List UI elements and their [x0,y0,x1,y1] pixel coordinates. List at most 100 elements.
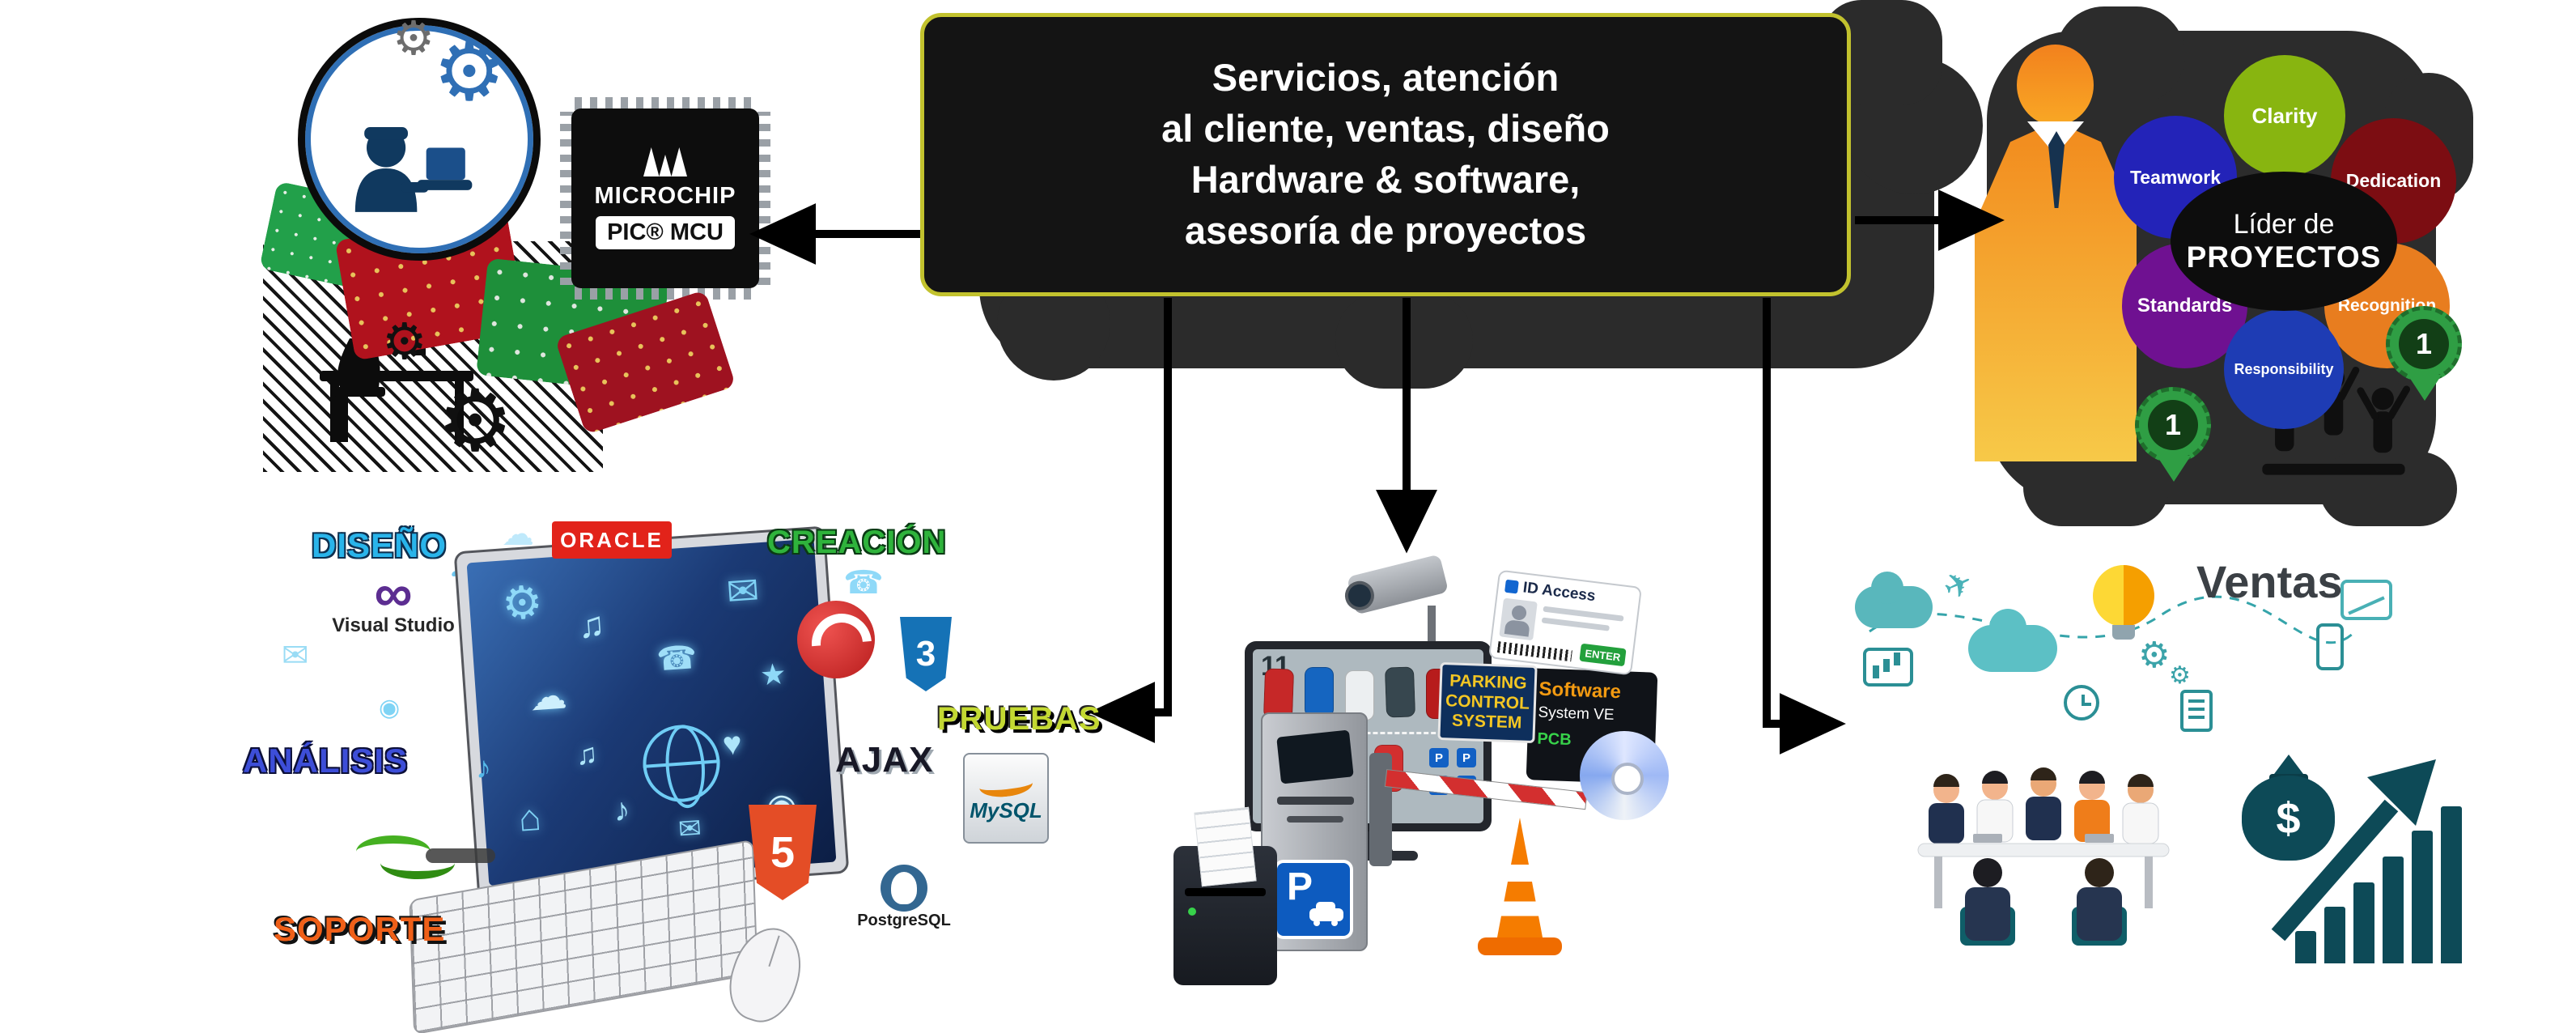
gear-icon: ⚙ [2138,636,2171,675]
car-top-view [1345,670,1374,721]
infinity-icon: ∞ [374,563,413,623]
ticket-slot [1277,797,1354,805]
illegible-wordmark [426,848,495,863]
bubble-label: Responsibility [2234,360,2334,377]
gear-icon: ⚙ [393,12,435,65]
cone-base [1478,937,1562,955]
sales-title: Ventas [2196,556,2343,607]
document-icon [2180,690,2213,732]
money-bag-body: $ [2242,776,2335,861]
postgresql-text: PostgreSQL [857,912,951,929]
growth-bar [2383,857,2404,963]
cone-body [1496,818,1543,941]
growth-bar [2295,931,2316,963]
postgresql-elephant-icon [881,865,927,912]
oracle-logo: ORACLE [552,521,672,559]
html5-badge: 5 [749,805,817,900]
growth-bar [2412,831,2433,963]
growth-bar [2324,907,2345,963]
car-top-view [1305,667,1334,717]
car-icon [1309,902,1343,926]
engineering-badge-circle: ⚙ ⚙ [298,12,541,261]
central-text-line-3: Hardware & software, [1190,158,1581,201]
label-pruebas: PRUEBAS [937,701,1101,737]
bubble-label: Dedication [2345,170,2442,191]
traffic-cone [1478,818,1562,963]
microcontroller-chip: MICROCHIP PIC® MCU [560,97,770,300]
gear-icon: ⚙ [433,27,506,117]
leader-title-top: Líder de [2233,208,2335,240]
parking-marker: P [1457,748,1476,767]
bubble-label: Teamwork [2129,166,2222,188]
printer-slot [1185,888,1266,896]
award-number: 1 [2415,327,2433,360]
dollar-sign: $ [2276,793,2301,843]
mysql-dolphin-icon [978,771,1034,799]
chip-pins [575,97,756,110]
camera-pole [1428,606,1436,659]
central-text-line-4: asesoría de proyectos [1184,208,1587,252]
swoosh-shape [356,835,431,868]
software-cd-disc [1580,731,1669,820]
visual-studio-text: Visual Studio [332,614,455,636]
bar-chart-icon [1863,648,1913,687]
red-swirl-logo-icon [797,601,875,678]
target-icon: ◉ [379,695,401,721]
leader-title-bottom: PROYECTOS [2186,240,2382,274]
ticket-slot [1287,816,1343,823]
sales-meeting-scene [1917,767,2170,946]
receipt-printer [1173,806,1277,985]
gear-icon: ⚙ [437,374,514,469]
green-swoosh-logo [356,831,498,881]
central-services-box: Servicios, atención al cliente, ventas, … [920,13,1851,296]
parking-marker: P [1429,748,1449,767]
chip-brand-text: MICROCHIP [594,183,736,209]
label-analisis: ANÁLISIS [243,742,409,780]
line-chart-icon [2340,580,2392,620]
css3-number: 3 [915,634,936,674]
receipt-paper [1194,806,1257,887]
note-icon: ♪ [476,751,491,785]
clock-icon [2064,685,2099,721]
gear-icon: ⚙ [2169,662,2191,689]
label-soporte: SOPORTE [274,910,446,948]
growth-bar [2441,806,2462,963]
p-symbol: P [1287,865,1313,908]
html5-number: 5 [770,828,796,877]
arrow-to-software [1148,298,1172,716]
postgresql-logo: PostgreSQL [851,865,957,930]
growth-bar [2353,882,2374,963]
label-diseno: DISEÑO [312,526,448,564]
arrowhead-sales [1780,693,1846,755]
chip-body: MICROCHIP PIC® MCU [571,108,759,288]
developer-with-laptop-icon [354,127,473,212]
chip-pins [560,112,573,285]
leader-bubble-responsibility: Responsibility [2224,309,2344,429]
cloud-icon [1855,572,1933,628]
central-text-line-2: al cliente, ventas, diseño [1161,107,1610,151]
label-creacion: CREACIÓN [767,525,947,560]
smartphone-icon [2316,623,2344,670]
money-bag-icon: $ [2242,751,2335,861]
visual-studio-logo: ∞ Visual Studio [320,563,466,637]
lightbulb-icon [2093,565,2154,640]
arrowhead-right [1938,189,2005,251]
css3-badge: 3 [900,617,952,691]
chip-pins [575,287,756,300]
arrow-to-sales [1763,298,1787,728]
central-text-line-1: Servicios, atención [1212,56,1560,100]
phone-icon: ☎ [843,565,884,601]
bubble-label: Standards [2137,294,2233,317]
chip-model-text: PIC® MCU [596,216,735,249]
mysql-badge: MySQL [963,753,1049,844]
mail-icon: ✉ [282,638,309,674]
blob-lump [2023,449,2169,526]
bubble-label: Clarity [2251,103,2318,128]
gear-icon: ⚙ [382,314,427,370]
